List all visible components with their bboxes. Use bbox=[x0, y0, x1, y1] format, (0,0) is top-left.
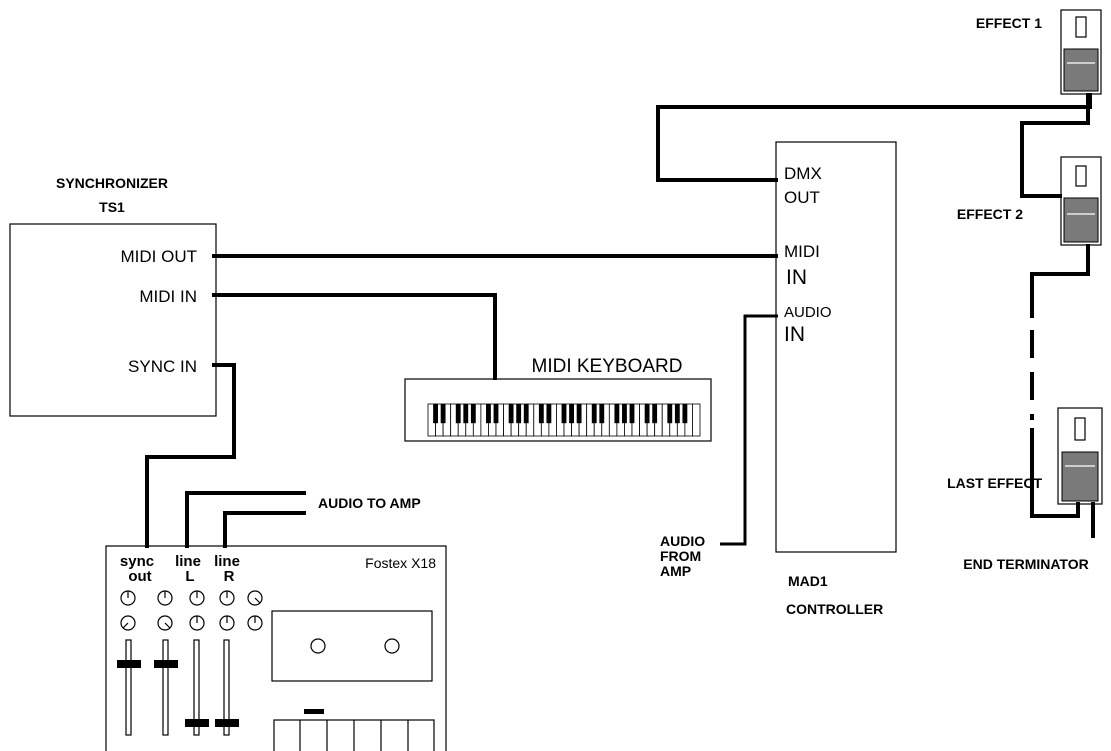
effect-1-fixture bbox=[1060, 9, 1102, 95]
mixer-line-r-label-1: line bbox=[214, 553, 240, 570]
audio-from-amp-label-1: AUDIO bbox=[660, 533, 705, 549]
black-key bbox=[486, 404, 491, 424]
black-key bbox=[523, 404, 529, 424]
fader-track bbox=[162, 639, 169, 736]
black-key bbox=[667, 404, 673, 424]
cable-sync bbox=[145, 363, 236, 548]
cassette-window bbox=[271, 610, 433, 682]
synchronizer-title: SYNCHRONIZER bbox=[56, 175, 168, 191]
synchronizer-midi-out-label: MIDI OUT bbox=[121, 247, 198, 266]
synchronizer-midi-in-label: MIDI IN bbox=[139, 287, 197, 306]
fader-knob bbox=[215, 719, 239, 727]
black-key bbox=[674, 404, 680, 424]
knob-icon bbox=[247, 590, 263, 606]
black-key bbox=[440, 404, 446, 424]
fader-track bbox=[125, 639, 132, 736]
white-key bbox=[692, 403, 701, 437]
black-key bbox=[614, 404, 620, 424]
black-key bbox=[561, 404, 567, 424]
knob-icon bbox=[157, 615, 173, 631]
synchronizer-model: TS1 bbox=[99, 199, 125, 215]
midi-keyboard: MIDI KEYBOARD bbox=[404, 356, 712, 442]
keyboard-keys bbox=[427, 403, 701, 437]
mixer-cassette bbox=[271, 610, 435, 751]
fader-track bbox=[193, 639, 200, 736]
cassette-reel-icon bbox=[310, 638, 326, 654]
record-indicator bbox=[304, 709, 324, 714]
controller-audio-label-1: AUDIO bbox=[784, 304, 832, 321]
cable-effect-2-out bbox=[1030, 244, 1090, 318]
cable-audio-from-amp bbox=[720, 314, 778, 546]
synchronizer-unit: SYNCHRONIZER TS1 MIDI OUT MIDI IN SYNC I… bbox=[9, 175, 217, 417]
black-key bbox=[644, 404, 650, 424]
cable-effect-1-2 bbox=[1020, 93, 1090, 198]
fader-track bbox=[223, 639, 230, 736]
black-key bbox=[576, 404, 582, 424]
black-key bbox=[546, 404, 552, 424]
black-key bbox=[463, 404, 469, 424]
black-key bbox=[569, 404, 574, 424]
controller-box bbox=[775, 141, 897, 553]
synchronizer-sync-in-label: SYNC IN bbox=[128, 357, 197, 376]
effect-2-label: EFFECT 2 bbox=[957, 206, 1023, 222]
black-key bbox=[682, 404, 688, 424]
black-key bbox=[470, 404, 476, 424]
mixer-line-r-label-2: R bbox=[224, 568, 235, 585]
black-key bbox=[538, 404, 544, 424]
black-key bbox=[591, 404, 597, 424]
controller-name-1: MAD1 bbox=[788, 573, 828, 589]
audio-from-amp: AUDIO FROM AMP bbox=[660, 533, 705, 579]
controller-name-2: CONTROLLER bbox=[786, 601, 883, 617]
synchronizer-box bbox=[9, 223, 217, 417]
mixer-brand-label: Fostex X18 bbox=[365, 555, 436, 571]
controller-midi-label-2: IN bbox=[786, 266, 807, 289]
black-key bbox=[455, 404, 461, 424]
audio-from-amp-label-3: AMP bbox=[660, 563, 691, 579]
mixer-line-l-label-1: line bbox=[175, 553, 201, 570]
cable-midi-keyboard bbox=[212, 293, 497, 380]
fader-knob bbox=[117, 660, 141, 668]
mixer-knobs bbox=[120, 590, 263, 631]
fader-knob bbox=[154, 660, 178, 668]
fader-knob bbox=[185, 719, 209, 727]
mixer-line-l-label-2: L bbox=[185, 568, 194, 585]
effect-1-label: EFFECT 1 bbox=[976, 15, 1042, 31]
audio-to-amp-label: AUDIO TO AMP bbox=[318, 495, 421, 511]
end-terminator-label: END TERMINATOR bbox=[963, 556, 1088, 572]
effect-2-fixture bbox=[1060, 156, 1102, 246]
cable-line-r bbox=[223, 511, 306, 548]
mixer-faders bbox=[117, 639, 239, 736]
black-key bbox=[516, 404, 522, 424]
last-effect-fixture bbox=[1057, 407, 1103, 505]
effect-units: EFFECT 1 EFFECT 2 LAST EFFECT END TERMIN… bbox=[947, 9, 1103, 572]
last-effect-label: LAST EFFECT bbox=[947, 475, 1042, 491]
cable-last-effect bbox=[1030, 428, 1080, 518]
knob-icon bbox=[120, 615, 136, 631]
black-key bbox=[629, 404, 635, 424]
black-key bbox=[493, 404, 499, 424]
mixer-sync-out-label-1: sync bbox=[120, 553, 154, 570]
cables bbox=[145, 93, 1095, 548]
cassette-reel-icon bbox=[384, 638, 400, 654]
black-key bbox=[508, 404, 514, 424]
black-key bbox=[433, 404, 438, 424]
audio-from-amp-label-2: FROM bbox=[660, 548, 701, 564]
controller-dmx-label-1: DMX bbox=[784, 164, 822, 183]
cable-line-l bbox=[185, 491, 306, 548]
fostex-mixer: Fostex X18 sync out line L line R bbox=[105, 545, 447, 751]
controller-dmx-label-2: OUT bbox=[784, 188, 820, 207]
controller-audio-label-2: IN bbox=[784, 323, 805, 346]
mad1-controller: DMX OUT MIDI IN AUDIO IN MAD1 CONTROLLER bbox=[775, 141, 897, 617]
black-key bbox=[622, 404, 627, 424]
midi-keyboard-label: MIDI KEYBOARD bbox=[532, 356, 683, 377]
black-key bbox=[652, 404, 658, 424]
controller-midi-label-1: MIDI bbox=[784, 242, 820, 261]
mixer-sync-out-label-2: out bbox=[128, 568, 151, 585]
black-key bbox=[599, 404, 605, 424]
